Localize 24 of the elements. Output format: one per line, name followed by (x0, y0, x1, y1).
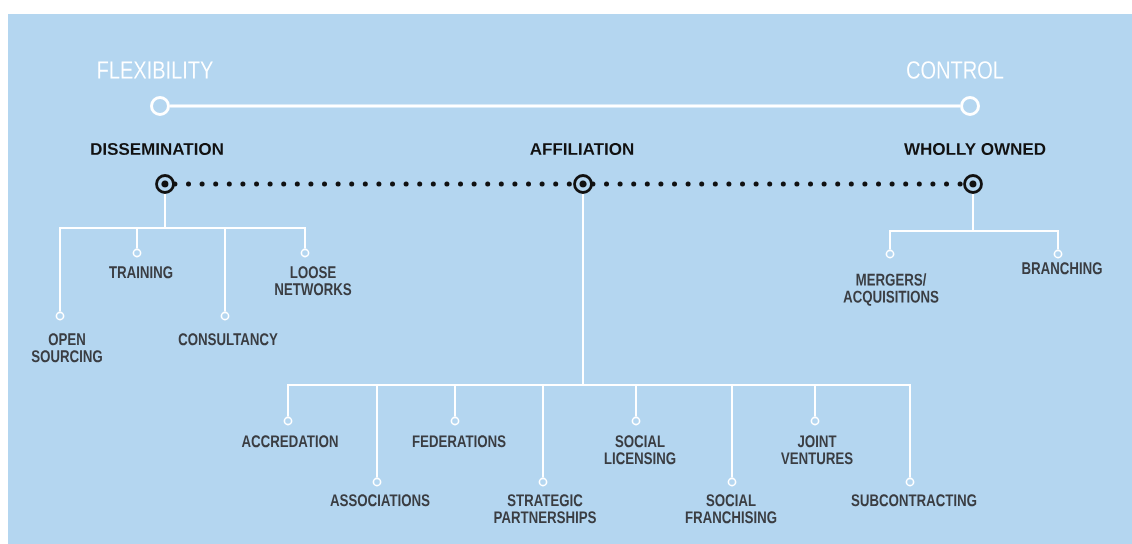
option-label: BRANCHING (1022, 262, 1102, 275)
option-label: JOINT VENTURES (781, 435, 853, 465)
branch-line (972, 192, 1059, 251)
category-heading: WHOLLY OWNED (904, 143, 1046, 156)
branch-line (582, 192, 911, 479)
scale-label: CONTROL (907, 61, 1004, 79)
scale-label: FLEXIBILITY (98, 61, 213, 79)
option-label: LOOSE NETWORKS (275, 266, 352, 296)
option-label: ASSOCIATIONS (330, 494, 430, 507)
option-label: ACCREDATION (241, 435, 338, 448)
option-label: MERGERS/ ACQUISITIONS (843, 273, 939, 306)
option-label: SOCIAL FRANCHISING (685, 494, 777, 524)
dotted-connector (590, 181, 966, 187)
category-heading: DISSEMINATION (91, 143, 223, 156)
option-label: SUBCONTRACTING (851, 494, 977, 507)
option-label: CONSULTANCY (178, 333, 278, 346)
scale-line (170, 104, 960, 108)
option-label: OPEN SOURCING (31, 333, 102, 363)
option-label: SOCIAL LICENSING (604, 435, 676, 465)
option-label: TRAINING (109, 266, 173, 279)
option-label: FEDERATIONS (412, 435, 506, 448)
option-label: STRATEGIC PARTNERSHIPS (494, 494, 596, 524)
branch-line (164, 192, 306, 250)
category-heading: AFFILIATION (530, 143, 634, 156)
